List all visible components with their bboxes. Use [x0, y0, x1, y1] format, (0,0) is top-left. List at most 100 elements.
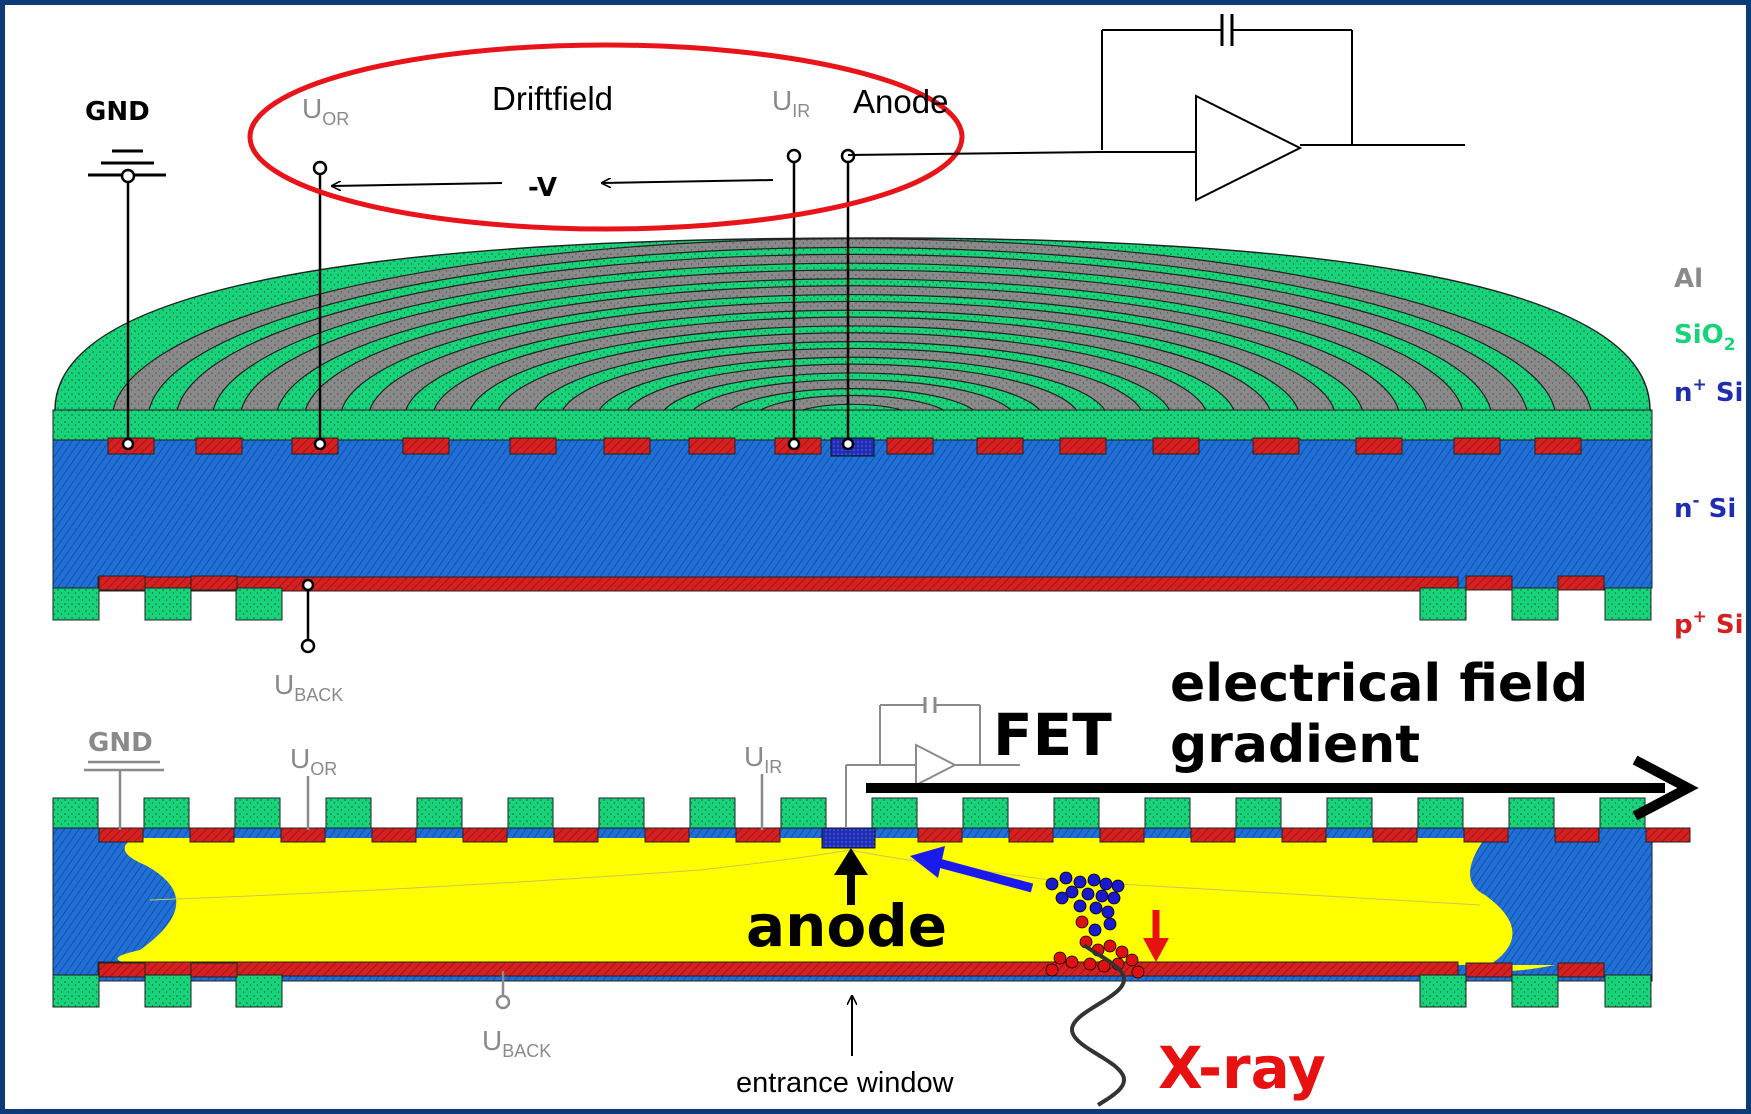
legend-al: Al [1674, 264, 1703, 294]
al-ring [111, 238, 1593, 410]
hole-drift-arrow [1143, 910, 1169, 962]
dome-outline [54, 237, 1651, 411]
electron [1081, 887, 1095, 901]
gnd-label: GND [85, 97, 150, 127]
sio2-tooth [598, 797, 645, 829]
bottom-gnd-label: GND [88, 728, 153, 758]
al-ring [559, 347, 1145, 410]
electron [1101, 905, 1115, 919]
p-plus-strip [1645, 827, 1691, 843]
electron [1087, 873, 1101, 887]
top-back-sio2-teeth [52, 575, 1652, 621]
electron [1045, 877, 1059, 891]
sio2-tooth [1511, 587, 1559, 621]
sio2-tooth [780, 797, 827, 829]
sio2-tooth [962, 797, 1009, 829]
sio2-tooth [235, 974, 283, 1008]
fet-label: FET [993, 701, 1112, 769]
p-plus-strip [1372, 827, 1418, 843]
electron [1089, 901, 1103, 915]
hole [1115, 945, 1129, 959]
legend-p-plus-si: p+ Si [1674, 607, 1744, 640]
hole [1131, 965, 1145, 979]
p-plus-strip [976, 437, 1024, 455]
p-plus-strip [1465, 575, 1513, 591]
p-plus-strip [1453, 437, 1501, 455]
bottom-back-sio2-teeth [52, 962, 1652, 1008]
p-plus-strip [917, 827, 963, 843]
legend-n-minus-si: n- Si [1674, 491, 1736, 524]
p-plus-strip [1252, 437, 1300, 455]
al-ring [495, 332, 1209, 410]
top-p-plus-strips [107, 437, 1582, 455]
p-plus-strip [1008, 827, 1054, 843]
electron [1088, 923, 1102, 937]
electron-drift-arrow [910, 846, 1034, 893]
electron [1103, 917, 1117, 931]
electron [1073, 875, 1087, 889]
driftfield-ellipse [247, 42, 965, 232]
sio2-tooth [1144, 797, 1191, 829]
al-ring [239, 269, 1465, 410]
anode-pointer-arrow [834, 848, 868, 905]
uir-pad [787, 437, 801, 451]
p-plus-strip [195, 437, 243, 455]
p-plus-strip [1059, 437, 1107, 455]
xray-wave [1069, 943, 1127, 1107]
sio2-tooth [1326, 797, 1373, 829]
sio2-tooth [1419, 974, 1467, 1008]
electron [1055, 891, 1069, 905]
field-gradient-arrow [866, 755, 1699, 821]
sio2-tooth [52, 974, 100, 1008]
sio2-tooth [507, 797, 554, 829]
p-plus-strip [1465, 962, 1513, 978]
field-label-line2: gradient [1170, 715, 1420, 775]
layer-legend: Al SiO2 n+ Si n- Si p+ Si [1674, 264, 1744, 640]
p-plus-strip [1554, 827, 1600, 843]
sio2-tooth [1604, 587, 1652, 621]
p-plus-strip [1281, 827, 1327, 843]
sio2-tooth [689, 797, 736, 829]
top-back-p-plus [97, 576, 1459, 592]
p-plus-strip [509, 437, 557, 455]
legend-sio2: SiO2 [1674, 320, 1736, 355]
uor-contact [312, 160, 328, 176]
al-ring [303, 285, 1401, 410]
hole [1053, 951, 1067, 965]
drift-ring-dome [55, 238, 1650, 410]
top-n-minus-bulk [52, 439, 1653, 589]
p-plus-strip [462, 827, 508, 843]
p-plus-strip [553, 827, 599, 843]
sio2-tooth [416, 797, 463, 829]
bottom-anode-n-plus [821, 827, 876, 849]
p-plus-strip [98, 827, 144, 843]
p-plus-strip [1534, 437, 1582, 455]
al-ring [175, 253, 1529, 410]
fet-circuit [845, 697, 1020, 828]
sio2-tooth [144, 974, 192, 1008]
hole [1103, 939, 1117, 953]
p-plus-strip [402, 437, 450, 455]
top-uor-label: UOR [302, 93, 349, 129]
sio2-tooth [1419, 587, 1467, 621]
bottom-uback-contact [495, 994, 511, 1010]
al-ring [623, 363, 1081, 410]
bottom-top-sio2-teeth [52, 797, 1646, 829]
sio2-tooth [1511, 974, 1559, 1008]
sio2-tooth [52, 587, 100, 621]
al-ring [431, 316, 1273, 410]
sio2-tooth [871, 797, 918, 829]
p-plus-strip [190, 575, 238, 591]
sio2-tooth [1604, 974, 1652, 1008]
p-plus-strip [735, 827, 781, 843]
electron [1099, 877, 1113, 891]
bottom-back-p-plus [97, 961, 1459, 977]
hole [1125, 953, 1139, 967]
p-plus-strip [1463, 827, 1509, 843]
bottom-section: GND UOR UIR UBACK FET electr [52, 654, 1699, 1107]
anode-contact [840, 148, 856, 164]
bottom-top-p-plus-strips [98, 827, 1691, 843]
sio2-tooth [143, 797, 190, 829]
minus-v-label: -V [528, 173, 557, 203]
